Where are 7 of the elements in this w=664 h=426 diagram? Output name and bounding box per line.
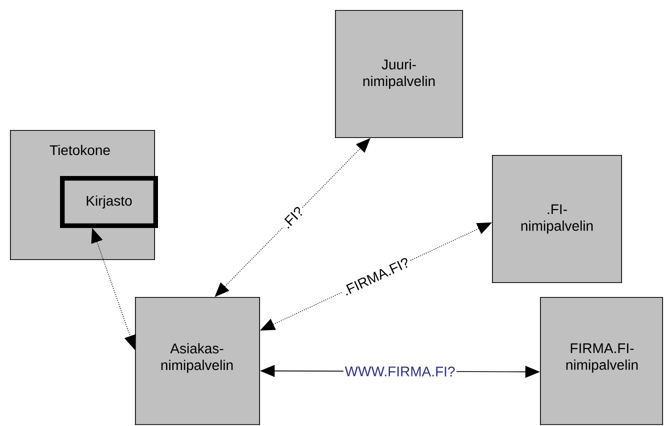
edge-label: .FI? — [278, 204, 306, 232]
server-box: .FI- nimipalvelin — [492, 155, 622, 283]
server-box: Asiakas- nimipalvelin — [135, 297, 260, 425]
edge-label: WWW.FIRMA.FI? — [343, 364, 457, 378]
library-box: Kirjasto — [60, 176, 158, 228]
server-box: FIRMA.FI- nimipalvelin — [540, 297, 663, 425]
server-box: Juuri- nimipalvelin — [335, 10, 463, 138]
